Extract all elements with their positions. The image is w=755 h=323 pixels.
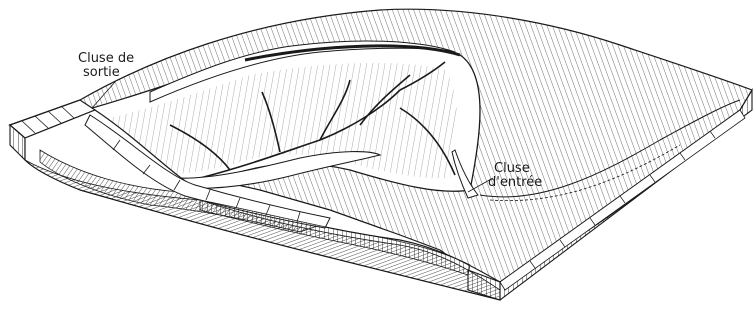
entry-label-line2: d'entrée — [488, 176, 542, 190]
exit-cluse-label: Cluse de sortie — [78, 52, 134, 80]
entry-label-line1: Cluse — [488, 162, 542, 176]
exit-label-line1: Cluse de — [78, 52, 134, 66]
entry-cluse-label: Cluse d'entrée — [488, 162, 542, 190]
exit-label-line2: sortie — [78, 66, 134, 80]
